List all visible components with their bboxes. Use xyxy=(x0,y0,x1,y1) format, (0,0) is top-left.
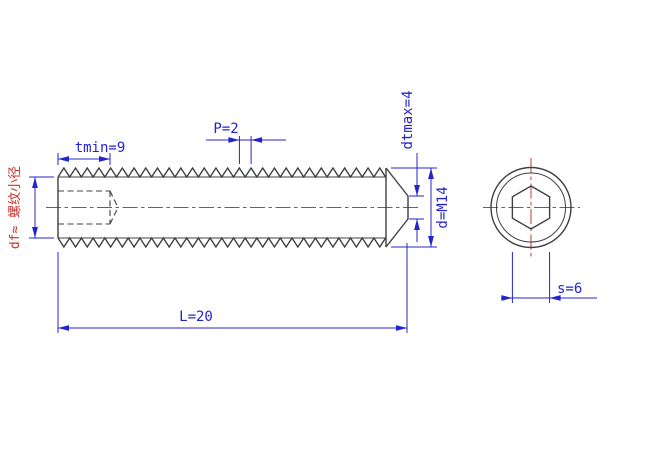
chamfer-circle xyxy=(496,172,566,243)
side-view xyxy=(46,166,420,249)
cone-bottom-edge xyxy=(385,218,409,248)
diameter-label: d=M14 xyxy=(435,186,451,228)
thread-top xyxy=(57,166,387,179)
pitch-label: P=2 xyxy=(213,121,238,137)
dim-dtmax: dtmax=4 xyxy=(400,90,424,242)
cone-top-edge xyxy=(385,167,409,197)
dim-tmin: tmin=9 xyxy=(57,140,126,165)
minor-dia-note-label: df≈ 螺纹小径 xyxy=(8,166,23,249)
socket-cone-upper xyxy=(109,190,119,208)
hex-width-label: s=6 xyxy=(557,281,582,297)
hex-socket xyxy=(511,185,551,230)
length-label: L=20 xyxy=(179,309,213,325)
dim-diameter: d=M14 xyxy=(391,167,451,248)
dim-pitch: P=2 xyxy=(206,121,286,164)
dtmax-label: dtmax=4 xyxy=(400,90,416,149)
dim-hex-width: s=6 xyxy=(501,252,597,303)
socket-cone-lower xyxy=(109,207,119,225)
dim-minor-diameter: df≈ 螺纹小径 xyxy=(8,166,54,249)
end-view xyxy=(483,158,580,257)
thread-bottom xyxy=(57,236,387,249)
tmin-label: tmin=9 xyxy=(75,140,126,156)
dim-length: L=20 xyxy=(57,243,408,333)
outer-diameter-circle xyxy=(490,166,572,249)
